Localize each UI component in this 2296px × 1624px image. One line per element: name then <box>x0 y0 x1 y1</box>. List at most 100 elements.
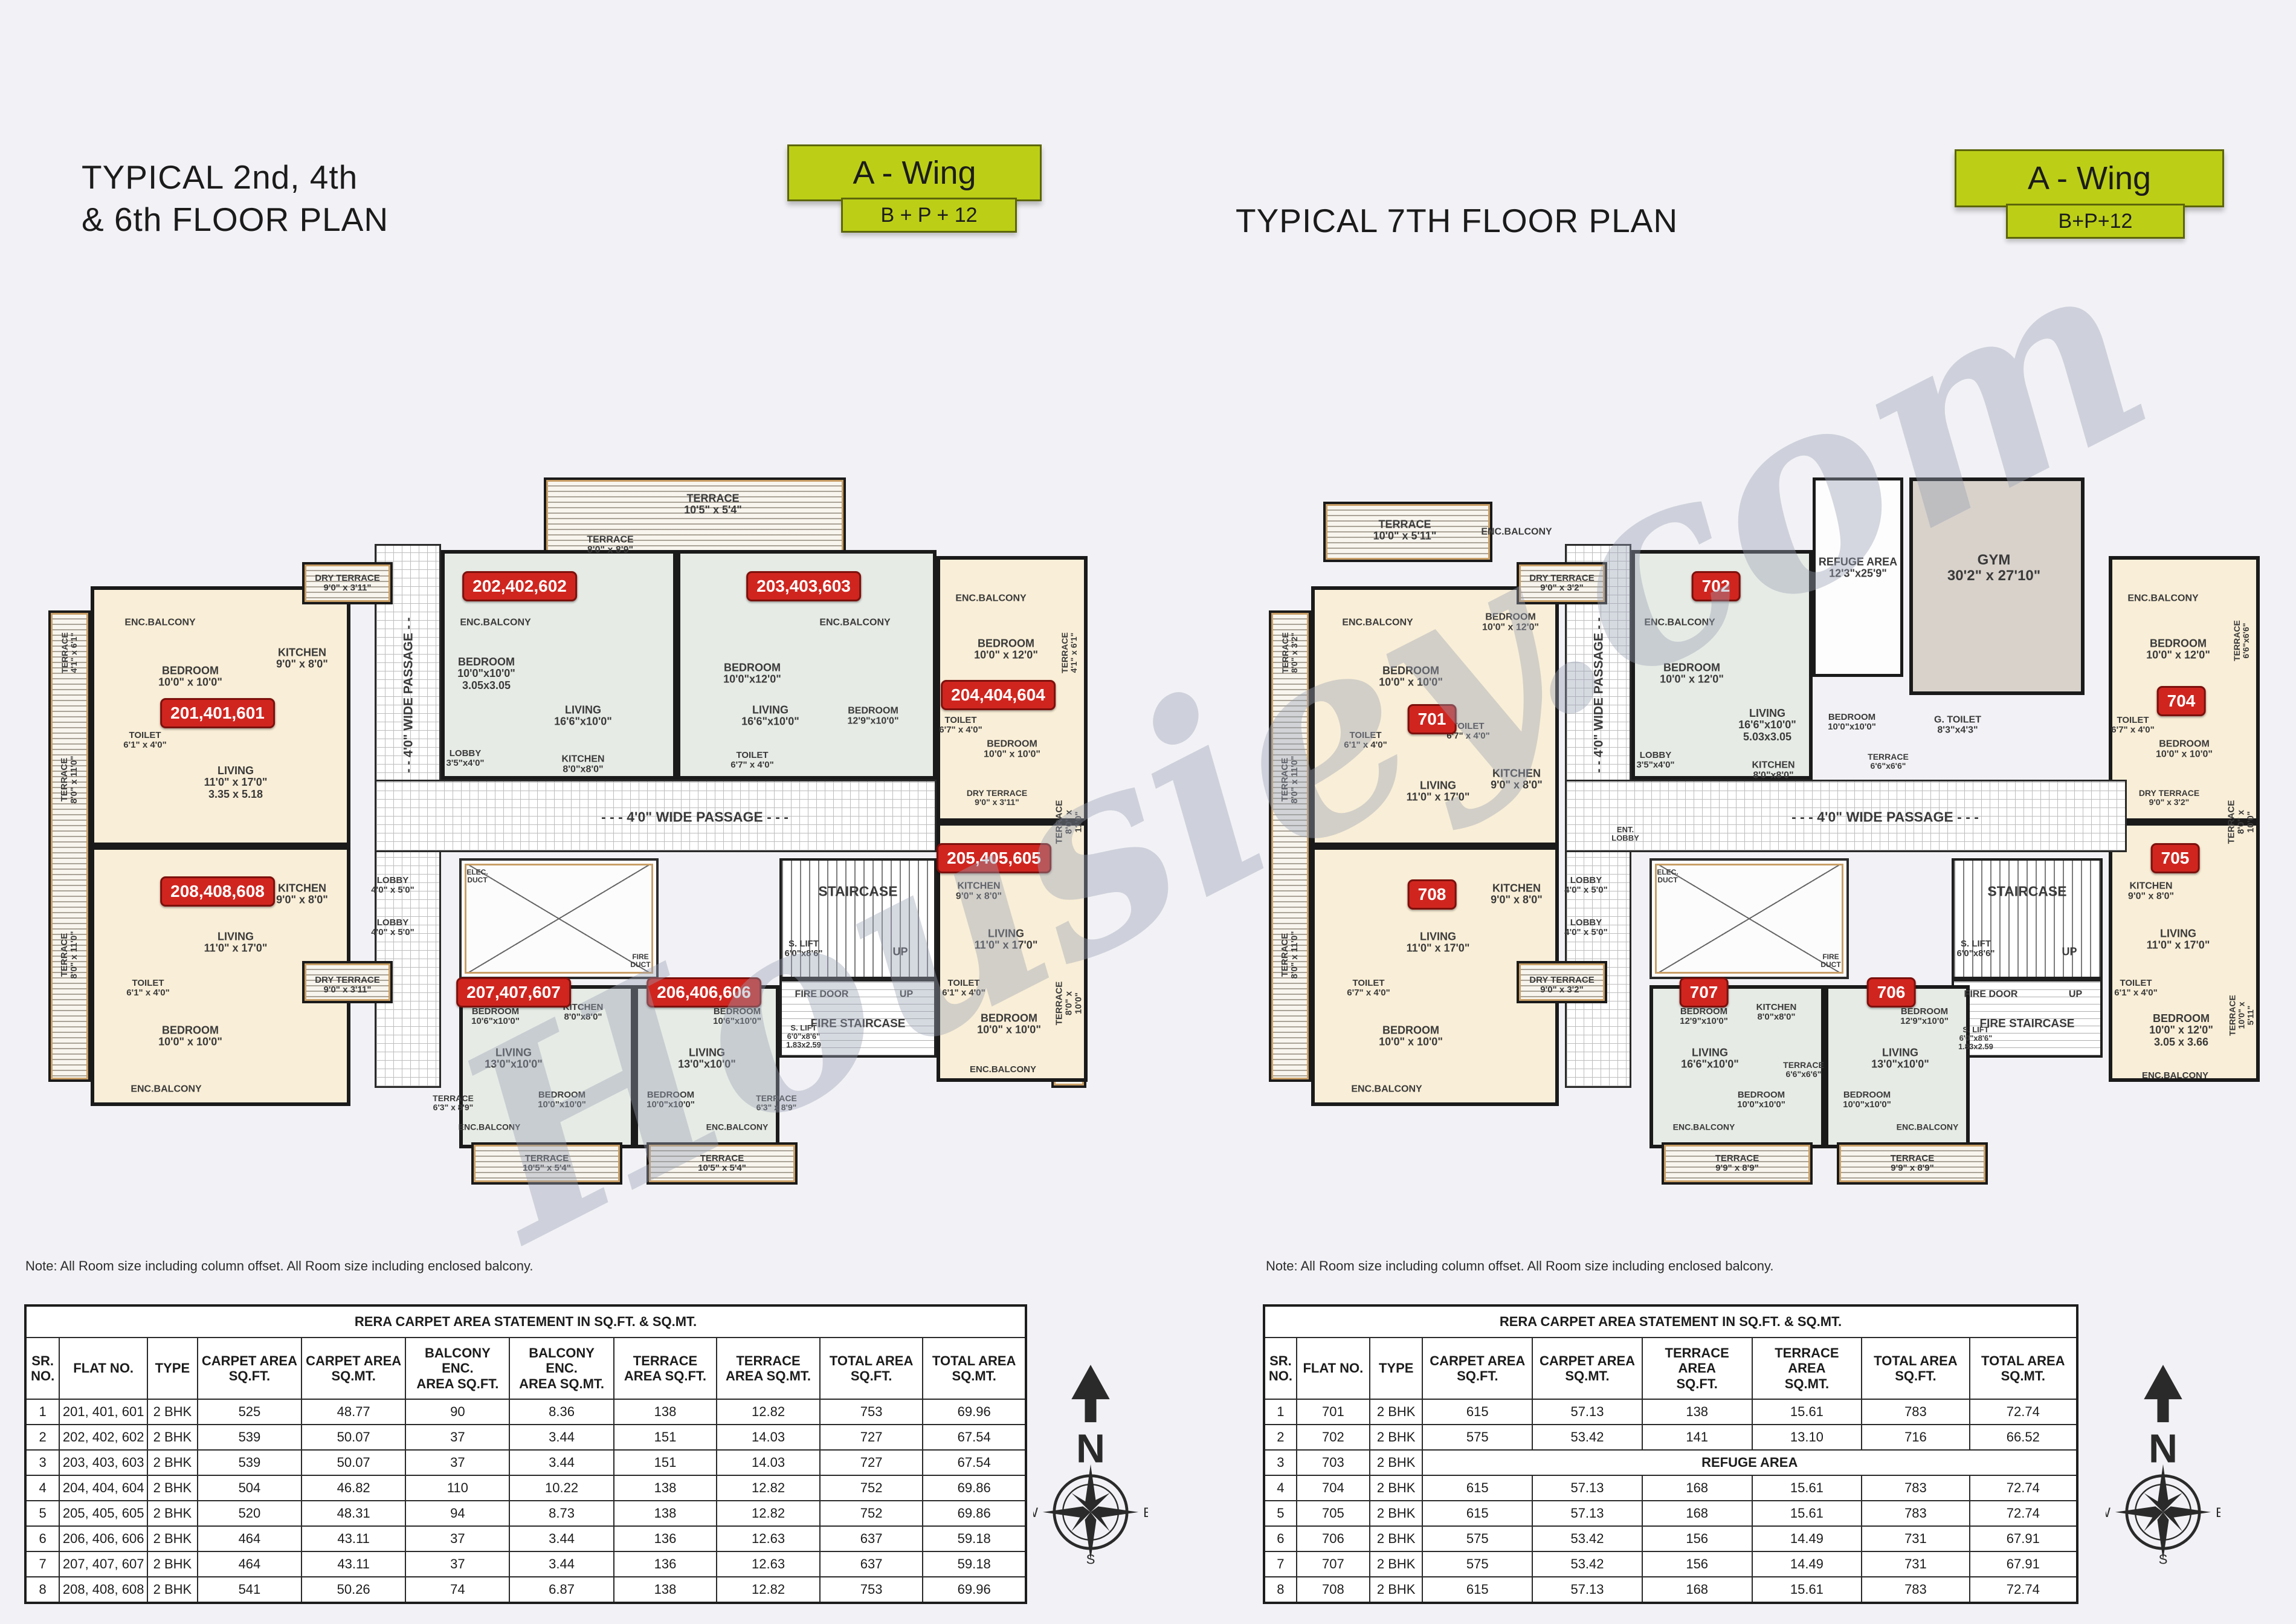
table-cell: 727 <box>819 1424 924 1451</box>
table-cell: 705 <box>1295 1500 1370 1527</box>
hatch-block <box>1837 1142 1988 1185</box>
hatch-block <box>471 1142 622 1185</box>
table-cell: 1 <box>1263 1399 1297 1425</box>
hatch-block <box>1269 610 1311 1082</box>
table-cell: 37 <box>405 1424 511 1451</box>
staircase-block <box>1952 858 2103 979</box>
table-header-cell: CARPET AREA SQ.FT. <box>196 1337 303 1400</box>
table-cell: 2 BHK <box>147 1475 198 1501</box>
fire-staircase-block <box>1952 979 2103 1058</box>
table-cell: 708 <box>1295 1576 1370 1603</box>
table-cell: 136 <box>613 1551 718 1577</box>
table-cell: 539 <box>196 1449 303 1476</box>
table-cell: 2 BHK <box>1369 1399 1424 1425</box>
table-cell: 2 BHK <box>147 1449 198 1476</box>
table-cell: 50.26 <box>301 1576 407 1603</box>
svg-text:W: W <box>2106 1505 2111 1520</box>
table-header-cell: CARPET AREA SQ.MT. <box>301 1337 407 1400</box>
staircase-block <box>779 858 937 979</box>
table-cell: 2 BHK <box>1369 1551 1424 1577</box>
passage <box>1565 780 2127 852</box>
table-header-cell: FLAT NO. <box>59 1337 149 1400</box>
table-title: RERA CARPET AREA STATEMENT IN SQ.FT. & S… <box>1263 1305 2078 1338</box>
table-cell: 37 <box>405 1551 511 1577</box>
table-cell: 67.91 <box>1969 1551 2078 1577</box>
table-cell: 53.42 <box>1532 1551 1643 1577</box>
table-cell: 6 <box>24 1525 60 1552</box>
table-cell: 66.52 <box>1969 1424 2078 1451</box>
table-merged-cell: REFUGE AREA <box>1422 1449 2078 1476</box>
table-cell: 12.63 <box>716 1525 821 1552</box>
svg-text:E: E <box>2216 1505 2220 1520</box>
table-cell: 13.10 <box>1751 1424 1863 1451</box>
table-header-cell: TERRACE AREA SQ.MT. <box>716 1337 821 1400</box>
table-header-cell: SR. NO. <box>24 1337 60 1400</box>
left-rera-table: RERA CARPET AREA STATEMENT IN SQ.FT. & S… <box>24 1304 1027 1604</box>
table-cell: 14.49 <box>1751 1525 1863 1552</box>
table-cell: 6 <box>1263 1525 1297 1552</box>
room-label: BEDROOM 10'0"x10'0" <box>1828 711 1876 732</box>
table-cell: 2 BHK <box>147 1576 198 1603</box>
table-cell: 12.82 <box>716 1500 821 1527</box>
unit-number-badge: 708 <box>1407 879 1457 910</box>
table-cell: 14.49 <box>1751 1551 1863 1577</box>
hatch-block <box>302 961 393 1003</box>
refuge-block <box>1813 477 1903 677</box>
table-cell: 168 <box>1641 1576 1753 1603</box>
table-header-cell: TERRACE AREA SQ.MT. <box>1751 1337 1863 1400</box>
svg-text:W: W <box>1033 1505 1038 1520</box>
hatch-block <box>544 477 846 562</box>
table-cell: 464 <box>196 1525 303 1552</box>
unit-number-badge: 207,407,607 <box>456 977 571 1008</box>
table-cell: 67.54 <box>922 1449 1027 1476</box>
table-cell: 706 <box>1295 1525 1370 1552</box>
unit-number-badge: 205,405,605 <box>937 843 1051 873</box>
table-cell: 203, 403, 603 <box>59 1449 149 1476</box>
table-cell: 3 <box>1263 1449 1297 1476</box>
table-cell: 615 <box>1422 1576 1533 1603</box>
table-cell: 3.44 <box>509 1424 614 1451</box>
table-cell: 7 <box>1263 1551 1297 1577</box>
table-cell: 14.03 <box>716 1424 821 1451</box>
table-cell: 7 <box>24 1551 60 1577</box>
hatch-block <box>302 562 393 604</box>
table-cell: 520 <box>196 1500 303 1527</box>
table-cell: 12.63 <box>716 1551 821 1577</box>
table-cell: 4 <box>24 1475 60 1501</box>
table-cell: 59.18 <box>922 1525 1027 1552</box>
table-header-cell: CARPET AREA SQ.FT. <box>1422 1337 1533 1400</box>
table-cell: 94 <box>405 1500 511 1527</box>
table-cell: 8.73 <box>509 1500 614 1527</box>
lift-well <box>1649 858 1849 979</box>
table-cell: 2 <box>24 1424 60 1451</box>
table-cell: 753 <box>819 1399 924 1425</box>
table-cell: 704 <box>1295 1475 1370 1501</box>
compass-rose: N W E S <box>1033 1365 1148 1564</box>
room-label: TERRACE 6'6"x6'6" <box>1868 751 1909 771</box>
unit-number-badge: 204,404,604 <box>941 680 1056 710</box>
right-rera-table: RERA CARPET AREA STATEMENT IN SQ.FT. & S… <box>1263 1304 2078 1604</box>
table-cell: 8 <box>1263 1576 1297 1603</box>
table-cell: 2 BHK <box>1369 1500 1424 1527</box>
table-cell: 752 <box>819 1475 924 1501</box>
table-cell: 205, 405, 605 <box>59 1500 149 1527</box>
room-label: G. TOILET 8'3"x4'3" <box>1934 714 1981 736</box>
table-cell: 2 BHK <box>147 1424 198 1451</box>
table-cell: 752 <box>819 1500 924 1527</box>
table-cell: 615 <box>1422 1500 1533 1527</box>
table-cell: 156 <box>1641 1551 1753 1577</box>
table-cell: 707 <box>1295 1551 1370 1577</box>
table-cell: 151 <box>613 1449 718 1476</box>
table-cell: 2 BHK <box>1369 1475 1424 1501</box>
unit-number-badge: 705 <box>2150 843 2200 873</box>
table-cell: 15.61 <box>1751 1500 1863 1527</box>
table-cell: 2 BHK <box>1369 1576 1424 1603</box>
table-cell: 3 <box>24 1449 60 1476</box>
table-cell: 53.42 <box>1532 1424 1643 1451</box>
table-cell: 731 <box>1861 1551 1970 1577</box>
